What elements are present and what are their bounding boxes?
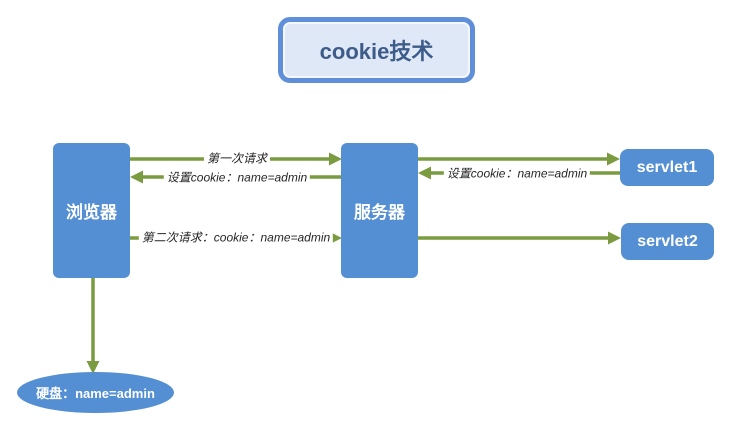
edge-server-to-servlet1-arrowhead [607, 152, 620, 166]
edge-label-first-request: 第一次请求 [203, 151, 271, 167]
title-text: cookie技术 [319, 39, 434, 64]
node-server-label: 服务器 [354, 203, 405, 222]
node-disk-label: 硬盘：name=admin [36, 386, 155, 401]
edge-server-to-servlet2-arrowhead [608, 231, 621, 245]
edge-label-set-cookie-from-servlet1: 设置cookie：name=admin [443, 166, 591, 182]
edge-label-set-cookie-to-browser: 设置cookie：name=admin [163, 170, 311, 186]
edge-label-second-request: 第二次请求：cookie：name=admin [138, 230, 334, 246]
node-servlet2-label: servlet2 [637, 232, 698, 250]
edge-set-cookie-to-browser-arrowhead [130, 170, 143, 184]
edge-set-cookie-from-servlet1-arrowhead [418, 166, 431, 180]
node-server: 服务器 [341, 143, 418, 278]
node-browser-label: 浏览器 [66, 203, 117, 222]
node-servlet1: servlet1 [620, 149, 714, 186]
node-servlet2: servlet2 [621, 223, 714, 260]
node-disk: 硬盘：name=admin [17, 372, 174, 413]
title-box: cookie技术 [278, 17, 475, 83]
node-servlet1-label: servlet1 [636, 158, 698, 176]
node-browser: 浏览器 [53, 143, 130, 278]
